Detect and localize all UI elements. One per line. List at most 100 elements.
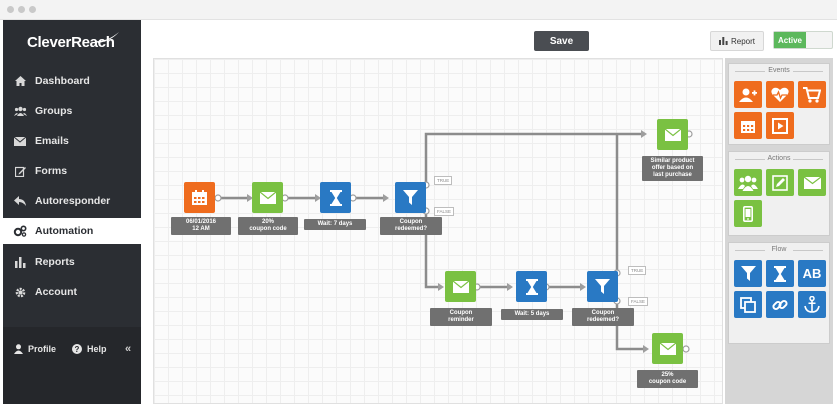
sidebar-item-emails[interactable]: Emails	[3, 128, 141, 154]
event-cart-icon[interactable]	[798, 81, 826, 108]
sidebar-item-label: Groups	[35, 105, 73, 117]
node-label-coupon-reminder: Coupon reminder	[430, 308, 492, 326]
branch-tag-true-2: TRUE	[628, 266, 647, 275]
help-link[interactable]: ? Help	[72, 344, 107, 354]
sidebar-item-label: Automation	[35, 225, 94, 237]
branch-tag-true-1: TRUE	[434, 176, 453, 185]
envelope-icon	[259, 191, 276, 204]
report-label: Report	[730, 36, 755, 46]
logo: CleverReach	[27, 34, 115, 51]
window-minimize-dot[interactable]	[18, 6, 25, 13]
node-wait-5-days[interactable]	[516, 271, 547, 302]
node-email-coupon-25[interactable]	[652, 333, 683, 364]
node-filter-redeemed-2[interactable]	[587, 271, 618, 302]
window-titlebar	[0, 0, 837, 20]
action-email-icon[interactable]	[798, 169, 826, 196]
active-toggle[interactable]: Active	[773, 31, 833, 49]
branch-tag-false-2: FALSE	[628, 297, 649, 306]
active-toggle-label: Active	[774, 32, 806, 48]
flow-link-icon[interactable]	[766, 291, 794, 318]
flow-ab-split-button[interactable]: AB	[798, 260, 826, 287]
node-filter-redeemed-1[interactable]	[395, 182, 426, 213]
home-icon	[13, 76, 27, 86]
sidebar-item-dashboard[interactable]: Dashboard	[3, 68, 141, 94]
users-icon	[13, 106, 27, 116]
sidebar-item-autoresponder[interactable]: Autoresponder	[3, 188, 141, 214]
sidebar-item-forms[interactable]: Forms	[3, 158, 141, 184]
hourglass-icon	[329, 189, 342, 206]
sidebar-item-label: Reports	[35, 256, 75, 268]
flow-wait-icon[interactable]	[766, 260, 794, 287]
window-maximize-dot[interactable]	[29, 6, 36, 13]
node-label-wait-5: Wait: 5 days	[501, 309, 563, 320]
bar-chart-icon	[13, 256, 27, 268]
workflow-canvas[interactable]: 06/01/2016 12 AM 20% coupon code Wait: 7…	[153, 58, 723, 404]
sidebar-item-label: Forms	[35, 165, 68, 177]
node-palette: Events Actions	[725, 58, 833, 404]
window-close-dot[interactable]	[7, 6, 14, 13]
action-group-icon[interactable]	[734, 169, 762, 196]
palette-actions: Actions	[728, 151, 830, 236]
bar-chart-icon	[718, 37, 728, 45]
event-video-icon[interactable]	[766, 112, 794, 139]
flow-anchor-icon[interactable]	[798, 291, 826, 318]
node-email-coupon-20[interactable]	[252, 182, 283, 213]
cogs-icon	[13, 225, 27, 237]
sidebar-item-label: Autoresponder	[35, 195, 111, 207]
sidebar-item-reports[interactable]: Reports	[3, 249, 141, 275]
palette-events: Events	[728, 63, 830, 145]
sidebar-item-groups[interactable]: Groups	[3, 98, 141, 124]
envelope-icon	[452, 280, 469, 293]
node-label-coupon-25: 25% coupon code	[637, 370, 698, 388]
hourglass-icon	[525, 278, 538, 295]
profile-label: Profile	[28, 344, 57, 354]
flow-copy-icon[interactable]	[734, 291, 762, 318]
svg-text:?: ?	[75, 345, 80, 354]
report-button[interactable]: Report	[710, 31, 764, 51]
help-label: Help	[87, 344, 107, 354]
calendar-icon	[192, 190, 207, 205]
sidebar-item-label: Emails	[35, 135, 69, 147]
node-email-similar-product[interactable]	[657, 119, 688, 150]
save-button[interactable]: Save	[534, 31, 589, 51]
branch-tag-false-1: FALSE	[434, 207, 455, 216]
node-label-start-date: 06/01/2016 12 AM	[171, 217, 231, 235]
profile-link[interactable]: Profile	[14, 344, 56, 354]
envelope-icon	[659, 342, 676, 355]
flow-filter-icon[interactable]	[734, 260, 762, 287]
palette-actions-title: Actions	[729, 155, 829, 162]
envelope-icon	[664, 128, 681, 141]
palette-events-title: Events	[729, 67, 829, 74]
event-date-icon[interactable]	[734, 112, 762, 139]
reply-icon	[13, 196, 27, 206]
logo-swoosh-icon	[96, 32, 119, 43]
node-label-redeemed-2: Coupon redeemed?	[572, 308, 634, 326]
node-email-coupon-reminder[interactable]	[445, 271, 476, 302]
envelope-icon	[13, 136, 27, 146]
gear-icon	[13, 287, 27, 298]
edit-icon	[13, 166, 27, 177]
palette-flow: Flow AB	[728, 242, 830, 344]
automation-editor: Save Report Active	[141, 20, 837, 404]
action-edit-icon[interactable]	[766, 169, 794, 196]
action-sms-icon[interactable]	[734, 200, 762, 227]
node-label-similar-product: Similar product offer based on last purc…	[642, 156, 703, 181]
palette-flow-title: Flow	[729, 246, 829, 253]
node-label-coupon-20: 20% coupon code	[238, 217, 298, 235]
node-label-redeemed-1: Coupon redeemed?	[380, 217, 442, 235]
sidebar: CleverReach Dashboard Groups Emails Form…	[3, 20, 141, 404]
event-heartbeat-icon[interactable]	[766, 81, 794, 108]
node-start-date[interactable]	[184, 182, 215, 213]
user-icon	[14, 344, 23, 354]
question-circle-icon: ?	[72, 344, 82, 354]
collapse-sidebar-icon[interactable]: «	[125, 343, 132, 355]
sidebar-item-account[interactable]: Account	[3, 279, 141, 305]
filter-icon	[595, 279, 610, 294]
sidebar-footer: Profile ? Help «	[3, 327, 141, 404]
filter-icon	[403, 190, 418, 205]
sidebar-item-label: Account	[35, 286, 77, 298]
sidebar-item-automation[interactable]: Automation	[3, 218, 141, 244]
node-label-wait-7: Wait: 7 days	[304, 219, 366, 230]
event-add-subscriber-icon[interactable]	[734, 81, 762, 108]
node-wait-7-days[interactable]	[320, 182, 351, 213]
